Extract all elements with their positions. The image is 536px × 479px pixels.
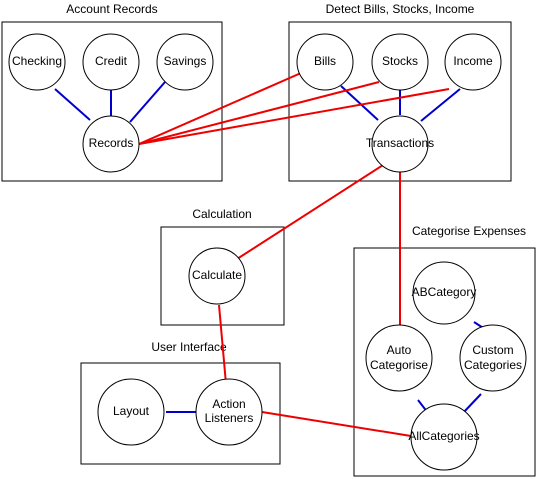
edge-calculate-action [218, 304, 227, 385]
group-title-account-records: Account Records [66, 2, 157, 16]
edge-savings-records [129, 81, 166, 123]
node-records[interactable]: Records [82, 115, 140, 173]
edge-income-transactions [420, 88, 461, 122]
node-action-listeners[interactable]: Action Listeners [195, 378, 263, 446]
edge-custom-allcat [462, 393, 482, 414]
node-label: Income [453, 54, 493, 68]
node-label: Records [89, 136, 134, 150]
edge-checking-records [54, 88, 91, 121]
edge-records-stocks [138, 81, 380, 145]
node-label: Stocks [382, 54, 418, 68]
node-bills[interactable]: Bills [296, 33, 354, 91]
node-label: Bills [314, 54, 336, 68]
node-abcategory[interactable]: ABCategory [412, 261, 477, 325]
group-title-user-interface: User Interface [151, 340, 227, 354]
node-label: Calculate [192, 268, 242, 282]
node-layout[interactable]: Layout [97, 378, 165, 446]
node-auto-categorise[interactable]: Auto Categorise [365, 324, 433, 392]
node-label: Credit [95, 54, 128, 68]
node-calculate[interactable]: Calculate [188, 247, 246, 305]
edge-records-income [138, 88, 450, 145]
edge-records-bills [138, 72, 302, 145]
node-label: Checking [12, 54, 62, 68]
edge-bills-transactions [340, 85, 379, 121]
node-savings[interactable]: Savings [156, 33, 214, 91]
node-label-line2: Categorise [370, 358, 428, 372]
node-label-line2: Categories [464, 358, 522, 372]
node-transactions[interactable]: Transactions [366, 115, 434, 173]
group-title-detect: Detect Bills, Stocks, Income [326, 2, 475, 16]
node-income[interactable]: Income [444, 33, 502, 91]
group-title-calculation: Calculation [192, 207, 251, 221]
node-label-line1: Custom [472, 343, 513, 357]
edge-action-allcat [261, 411, 412, 437]
node-checking[interactable]: Checking [8, 33, 66, 91]
edge-transactions-calculate [236, 164, 384, 260]
node-label-line2: Listeners [205, 411, 254, 425]
node-label-line1: Action [212, 397, 245, 411]
node-allcategories[interactable]: AllCategories [408, 403, 480, 471]
node-label: AllCategories [408, 429, 479, 443]
node-label-line1: Auto [387, 343, 412, 357]
node-label: Transactions [366, 136, 434, 150]
node-label: ABCategory [412, 285, 477, 299]
node-label: Savings [164, 54, 207, 68]
node-credit[interactable]: Credit [82, 33, 140, 91]
node-custom-categories[interactable]: Custom Categories [459, 324, 527, 392]
node-stocks[interactable]: Stocks [371, 33, 429, 91]
node-label: Layout [113, 404, 150, 418]
group-title-categorise: Categorise Expenses [412, 224, 526, 238]
